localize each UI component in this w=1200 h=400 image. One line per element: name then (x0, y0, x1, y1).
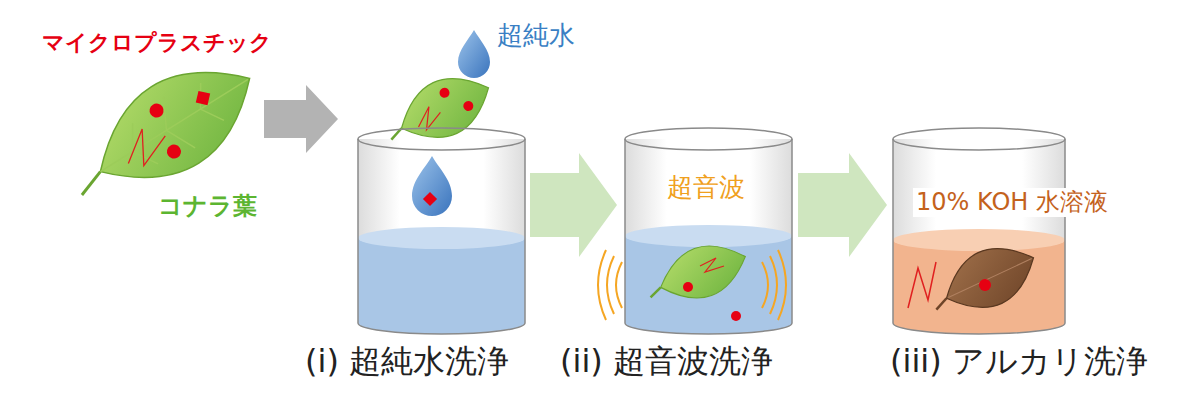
process-arrow (264, 85, 338, 153)
leaf-stem (648, 287, 662, 297)
microplastic-particle (979, 279, 991, 291)
beaker-glass (358, 139, 525, 334)
beaker-glass (893, 139, 1065, 334)
beaker-outline (625, 128, 792, 334)
microplastic-fragment (423, 192, 437, 206)
beaker: (i) 超純水洗浄 (358, 128, 525, 334)
water-drop (458, 30, 490, 78)
leaf-blade (390, 62, 501, 153)
leaf-vein (84, 54, 263, 197)
treatment-label: 超音波 (667, 172, 745, 203)
microplastic-particle (731, 311, 741, 321)
beaker-rim (358, 128, 525, 150)
leaf-stem (77, 172, 106, 195)
microplastic-fiber (117, 121, 173, 173)
step-caption: (ii) 超音波洗浄 (560, 342, 773, 380)
water-surface (358, 227, 525, 249)
ultrasound-wave (762, 250, 786, 320)
water (358, 238, 525, 334)
microplastic-particle (147, 101, 166, 120)
microplastic-particle (164, 142, 183, 161)
leaf-stem (934, 298, 949, 309)
oak-leaf (377, 62, 500, 159)
process-arrow (530, 153, 617, 257)
sample-label: コナラ葉 (158, 192, 257, 221)
leaf-vein (948, 259, 1031, 298)
treated-leaf (922, 232, 1045, 329)
solution-label: 10% KOH 水溶液 (913, 188, 1111, 217)
leaf-blade (77, 40, 274, 210)
liquid-label: 超純水 (497, 20, 575, 51)
process-arrow (798, 153, 887, 257)
material-label: マイクロプラスチック (42, 30, 272, 56)
microplastic-fiber (700, 258, 724, 272)
ultrasound-wave (598, 250, 622, 320)
beaker-rim (893, 128, 1065, 150)
water-surface (625, 225, 792, 247)
beaker-wall (625, 139, 792, 334)
beaker-wall (893, 139, 1065, 334)
microplastic-fragment (196, 91, 210, 105)
beaker-wall (358, 139, 525, 334)
microplastic-particle (438, 86, 451, 99)
oak-leaf (53, 40, 274, 224)
leaf-blade (652, 233, 754, 311)
step-caption: (iii) アルカリ洗浄 (890, 342, 1148, 380)
solution-surface (893, 229, 1065, 251)
beaker-glass (625, 139, 792, 334)
step-caption: (i) 超純水洗浄 (305, 342, 509, 380)
beaker: 10% KOH 水溶液(iii) アルカリ洗浄 (893, 128, 1065, 334)
beaker-outline (358, 128, 525, 334)
microplastic-particle (462, 99, 475, 112)
sample-leaf: マイクロプラスチックコナラ葉 (30, 20, 260, 225)
microplastic-particle (683, 282, 693, 292)
water-drop (412, 156, 452, 216)
beaker-outline (893, 128, 1065, 334)
beaker-rim (625, 128, 792, 150)
oak-leaf (640, 233, 754, 315)
microplastic-fiber (908, 262, 936, 308)
beaker: 超音波(ii) 超音波洗浄 (625, 128, 792, 334)
leaf-blade (935, 232, 1046, 323)
